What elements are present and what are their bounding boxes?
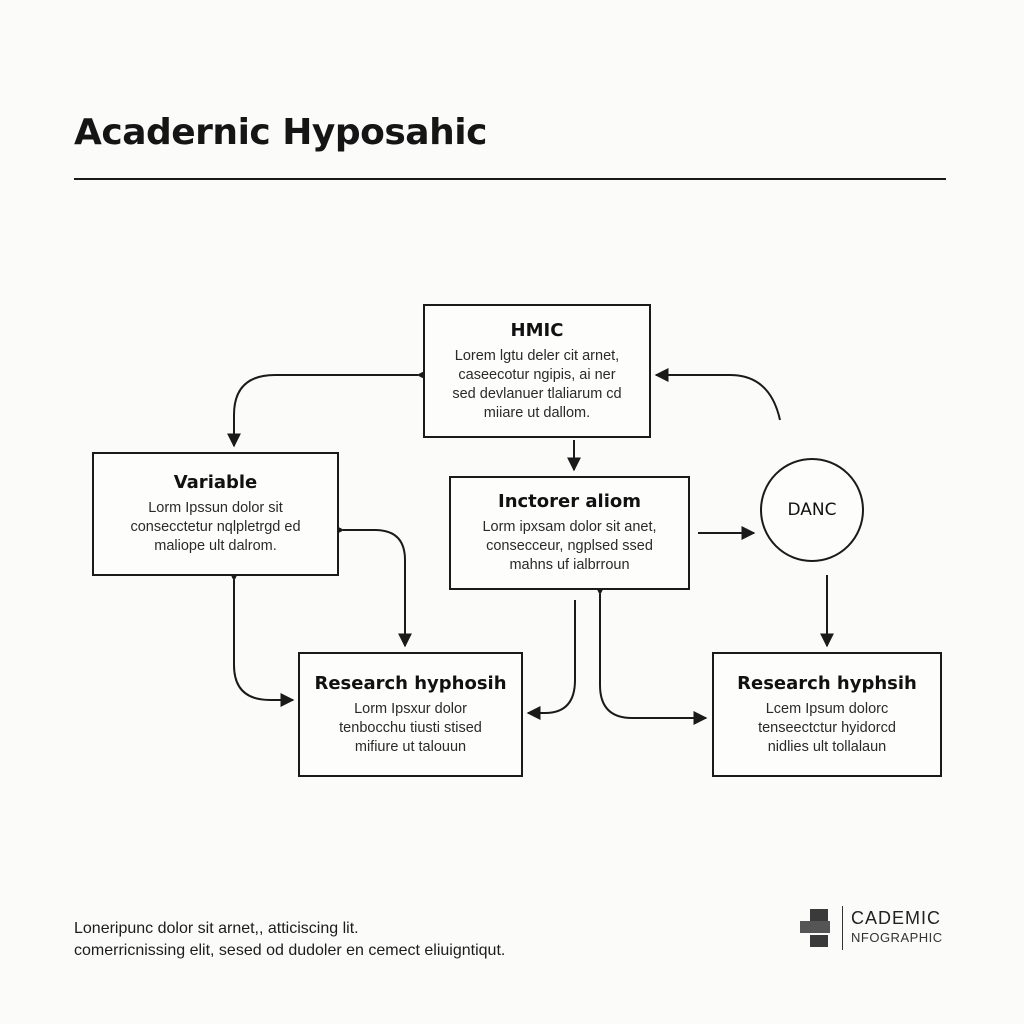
connector-center-to-research-left xyxy=(526,600,576,720)
node-hmic: HMIC Lorem lgtu deler cit arnet, caseeco… xyxy=(423,304,651,438)
connector-variable-to-research-left xyxy=(330,523,412,648)
brand-logo: CADEMIC NFOGRAPHIC xyxy=(798,906,943,950)
connector-center-to-research-right xyxy=(593,581,708,725)
connector-variable-to-top xyxy=(227,368,431,448)
logo-line-1: CADEMIC xyxy=(851,908,942,928)
node-danc-label: DANC xyxy=(787,500,837,520)
title-divider xyxy=(74,178,946,180)
node-research-right: Research hyphsih Lcem Ipsum dolorc tense… xyxy=(712,652,942,777)
node-center: Inctorer aliom Lorm ipxsam dolor sit ane… xyxy=(449,476,690,590)
page-title: Acadernic Hyposahic xyxy=(74,112,487,153)
node-research-right-title: Research hyphsih xyxy=(737,672,917,694)
stacked-blocks-logo-icon xyxy=(800,909,830,947)
node-center-title: Inctorer aliom xyxy=(498,491,641,512)
logo-separator xyxy=(842,906,843,950)
logo-line-2: NFOGRAPHIC xyxy=(851,930,943,945)
connector-variable-down-to-research-left xyxy=(227,567,295,707)
node-research-right-body: Lcem Ipsum dolorc tenseectctur hyidorcd … xyxy=(758,700,896,755)
node-research-left: Research hyphosih Lorm Ipsxur dolor tenb… xyxy=(298,652,523,777)
node-danc-circle: DANC xyxy=(760,458,864,562)
node-variable-body: Lorm Ipssun dolor sit consecctetur nqlpl… xyxy=(130,500,301,554)
footnote-text: Loneripunc dolor sit arnet,, atticiscing… xyxy=(74,920,506,959)
node-variable-title: Variable xyxy=(173,472,258,493)
node-variable: Variable Lorm Ipssun dolor sit conseccte… xyxy=(92,452,339,576)
node-hmic-title: HMIC xyxy=(510,319,564,341)
node-research-left-title: Research hyphosih xyxy=(314,672,507,694)
node-center-body: Lorm ipxsam dolor sit anet, consecceur, … xyxy=(482,519,657,573)
node-hmic-body: Lorem lgtu deler cit arnet, caseecotur n… xyxy=(452,347,622,421)
connector-circle-to-top xyxy=(654,368,781,421)
node-research-left-body: Lorm Ipsxur dolor tenbocchu tiusti stise… xyxy=(339,700,482,755)
